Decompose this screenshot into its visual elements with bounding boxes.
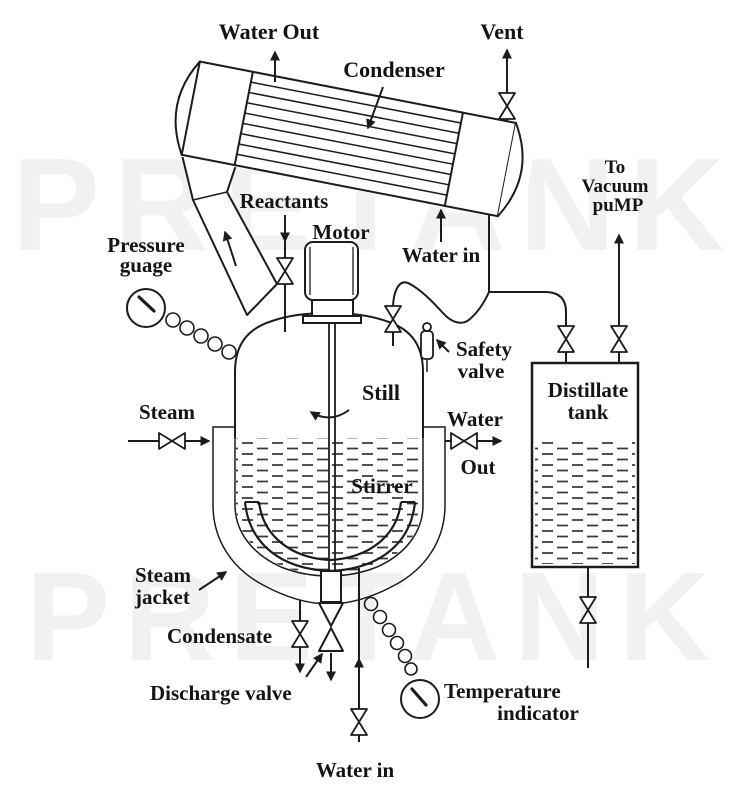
pressure-gauge-icon (126, 288, 237, 360)
steam-valve-icon (158, 432, 186, 450)
label-condenser: Condenser (343, 57, 445, 82)
label-steam-jacket: Steam (135, 563, 191, 587)
condenser-pointer-arrow (366, 86, 384, 130)
label-steam: Steam (139, 400, 195, 424)
water-in-bottom-line (350, 568, 368, 742)
still-vessel (212, 311, 446, 605)
reflux-pipe (384, 281, 490, 346)
label-still: Still (362, 380, 400, 405)
condenser-right-cap (497, 122, 524, 217)
motor (302, 241, 362, 324)
condenser-tubes (236, 81, 462, 196)
label-stirrer: Stirrer (351, 474, 412, 498)
label-pressure-gauge: Pressure (107, 233, 184, 257)
vent-line (498, 48, 516, 121)
vent-valve-icon (498, 92, 516, 120)
label-distillate-tank: tank (568, 400, 609, 424)
label-condensate: Condensate (167, 624, 272, 648)
vacuum-valve-icon (610, 325, 628, 353)
distillate-line (488, 214, 575, 363)
label-safety-valve: valve (458, 359, 505, 383)
temperature-indicator-icon (363, 596, 440, 719)
label-to-vacuum: To (605, 157, 625, 178)
label-temperature-indicator: Temperature (444, 679, 561, 703)
safety-valve-pointer-arrow (435, 338, 450, 353)
discharge-assembly (318, 570, 344, 682)
condenser-left-cap (174, 60, 201, 156)
label-discharge-valve: Discharge valve (150, 681, 292, 705)
water-out-jacket-line (445, 432, 503, 450)
label-motor: Motor (312, 220, 369, 244)
distillate-inlet-valve-icon (557, 325, 575, 353)
reflux-valve-icon (384, 305, 402, 333)
distillate-liquid (535, 439, 635, 564)
stirrer-shaft (328, 320, 336, 571)
distillate-tank (530, 361, 640, 668)
water-out-valve-icon (450, 432, 478, 450)
label-water-in-bottom: Water in (316, 758, 395, 782)
condensate-line (292, 600, 308, 672)
vacuum-line (610, 233, 628, 363)
steam-jacket-pointer-arrow (198, 571, 228, 591)
label-steam-jacket: jacket (134, 585, 190, 609)
vapour-flow-arrow (222, 230, 237, 267)
label-distillate-tank: Distillate (548, 378, 628, 402)
label-temperature-indicator: indicator (497, 701, 579, 725)
label-water-in-condenser: Water in (402, 243, 481, 267)
reactants-line (276, 215, 294, 332)
label-to-vacuum: Vacuum (582, 176, 649, 197)
label-to-vacuum: puMP (593, 195, 644, 216)
label-safety-valve: Safety (456, 337, 512, 361)
temperature-capillary-coil (363, 596, 418, 676)
discharge-valve-pointer-arrow (305, 652, 323, 678)
label-pressure-gauge: guage (120, 253, 173, 277)
label-water-out-jacket: Out (460, 455, 495, 479)
condenser-left-header (180, 60, 255, 167)
water-in-valve-icon (350, 708, 368, 736)
label-vent: Vent (480, 19, 524, 44)
label-water-out-condenser: Water Out (219, 19, 320, 44)
condenser (155, 54, 540, 223)
vapour-swirl-arrow (309, 409, 350, 421)
discharge-valve-icon (318, 602, 344, 652)
label-water-out-jacket: Water (447, 407, 503, 431)
pressure-capillary-coil (165, 312, 237, 360)
steam-jacket (212, 426, 446, 605)
label-reactants: Reactants (240, 189, 329, 213)
steam-line (128, 432, 211, 450)
safety-valve-icon (420, 322, 434, 372)
